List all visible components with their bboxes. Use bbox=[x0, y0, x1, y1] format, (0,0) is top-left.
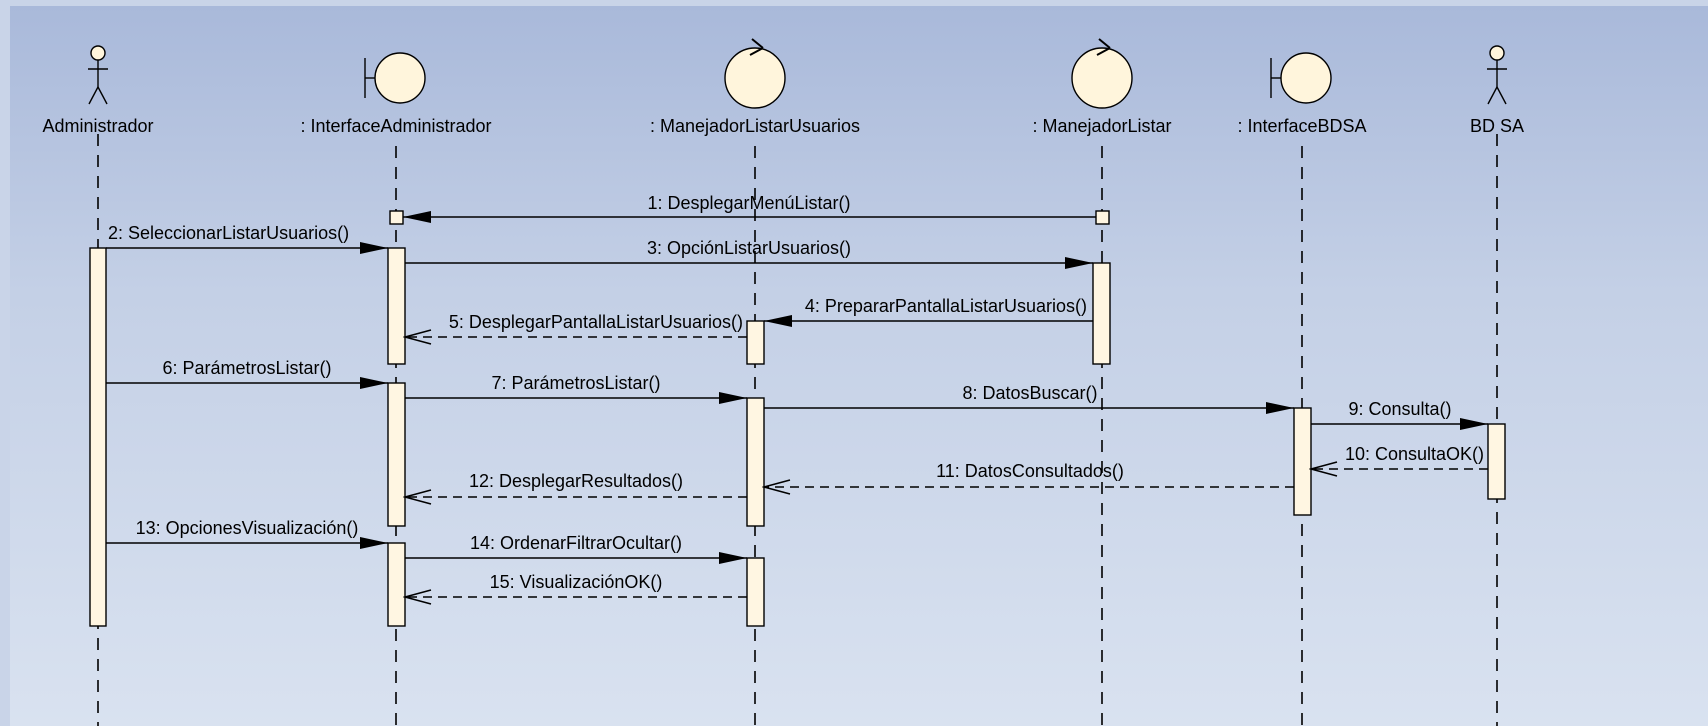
message: 13: OpcionesVisualización() bbox=[106, 518, 388, 549]
message: 2: SeleccionarListarUsuarios() bbox=[106, 223, 388, 254]
boundary-icon bbox=[364, 52, 426, 104]
message-label: 10: ConsultaOK() bbox=[1345, 444, 1484, 464]
message-label: 11: DatosConsultados() bbox=[936, 461, 1124, 481]
activation-bar bbox=[387, 382, 406, 527]
message-label: 12: DesplegarResultados() bbox=[469, 471, 683, 491]
activation-bar bbox=[746, 557, 765, 627]
message-label: 7: ParámetrosListar() bbox=[491, 373, 660, 393]
message-label: 5: DesplegarPantallaListarUsuarios() bbox=[449, 312, 743, 332]
actor-icon bbox=[88, 45, 108, 105]
activation-bar bbox=[89, 247, 107, 627]
control-icon bbox=[1071, 38, 1133, 109]
diagram-canvas: Administrador : InterfaceAdministrador :… bbox=[10, 6, 1708, 726]
message: 11: DatosConsultados() bbox=[764, 461, 1294, 487]
message-label: 1: DesplegarMenúListar() bbox=[647, 193, 850, 213]
message: 12: DesplegarResultados() bbox=[405, 471, 747, 497]
activation-bar bbox=[1293, 407, 1312, 516]
message: 3: OpciónListarUsuarios() bbox=[405, 238, 1093, 269]
lifeline-heads bbox=[88, 38, 1507, 109]
activation-bar bbox=[1095, 210, 1110, 225]
lifeline-labels: Administrador : InterfaceAdministrador :… bbox=[42, 116, 1524, 136]
message-label: 13: OpcionesVisualización() bbox=[136, 518, 359, 538]
activation-bar bbox=[389, 210, 404, 225]
message: 10: ConsultaOK() bbox=[1311, 444, 1488, 469]
message-label: 2: SeleccionarListarUsuarios() bbox=[108, 223, 349, 243]
activation-bars bbox=[89, 210, 1506, 627]
control-icon bbox=[724, 38, 786, 109]
message: 5: DesplegarPantallaListarUsuarios() bbox=[405, 312, 747, 337]
activation-bar bbox=[746, 397, 765, 527]
lifeline-label: : ManejadorListar bbox=[1032, 116, 1171, 136]
message: 1: DesplegarMenúListar() bbox=[403, 193, 1096, 223]
message-label: 14: OrdenarFiltrarOcultar() bbox=[470, 533, 682, 553]
message-label: 3: OpciónListarUsuarios() bbox=[647, 238, 851, 258]
sequence-diagram: Administrador : InterfaceAdministrador :… bbox=[42, 38, 1524, 726]
message: 14: OrdenarFiltrarOcultar() bbox=[405, 533, 747, 564]
message-label: 15: VisualizaciónOK() bbox=[490, 572, 663, 592]
message-label: 4: PrepararPantallaListarUsuarios() bbox=[805, 296, 1087, 316]
message: 6: ParámetrosListar() bbox=[106, 358, 388, 389]
messages: 1: DesplegarMenúListar() 2: SeleccionarL… bbox=[106, 193, 1488, 597]
message-label: 6: ParámetrosListar() bbox=[162, 358, 331, 378]
activation-bar bbox=[746, 320, 765, 365]
message: 15: VisualizaciónOK() bbox=[405, 572, 747, 597]
activation-bar bbox=[387, 542, 406, 627]
message: 8: DatosBuscar() bbox=[764, 383, 1294, 414]
message: 7: ParámetrosListar() bbox=[405, 373, 747, 404]
message-label: 9: Consulta() bbox=[1348, 399, 1451, 419]
lifeline-label: BD SA bbox=[1470, 116, 1524, 136]
lifeline-label: : InterfaceAdministrador bbox=[300, 116, 491, 136]
actor-icon bbox=[1487, 45, 1507, 105]
lifeline-label: : ManejadorListarUsuarios bbox=[650, 116, 860, 136]
message-label: 8: DatosBuscar() bbox=[962, 383, 1097, 403]
boundary-icon bbox=[1270, 52, 1332, 104]
message: 4: PrepararPantallaListarUsuarios() bbox=[764, 296, 1093, 327]
lifeline-label: : InterfaceBDSA bbox=[1237, 116, 1366, 136]
activation-bar bbox=[1487, 423, 1506, 500]
message: 9: Consulta() bbox=[1311, 399, 1488, 430]
activation-bar bbox=[387, 247, 406, 365]
activation-bar bbox=[1092, 262, 1111, 365]
lifeline-label: Administrador bbox=[42, 116, 153, 136]
